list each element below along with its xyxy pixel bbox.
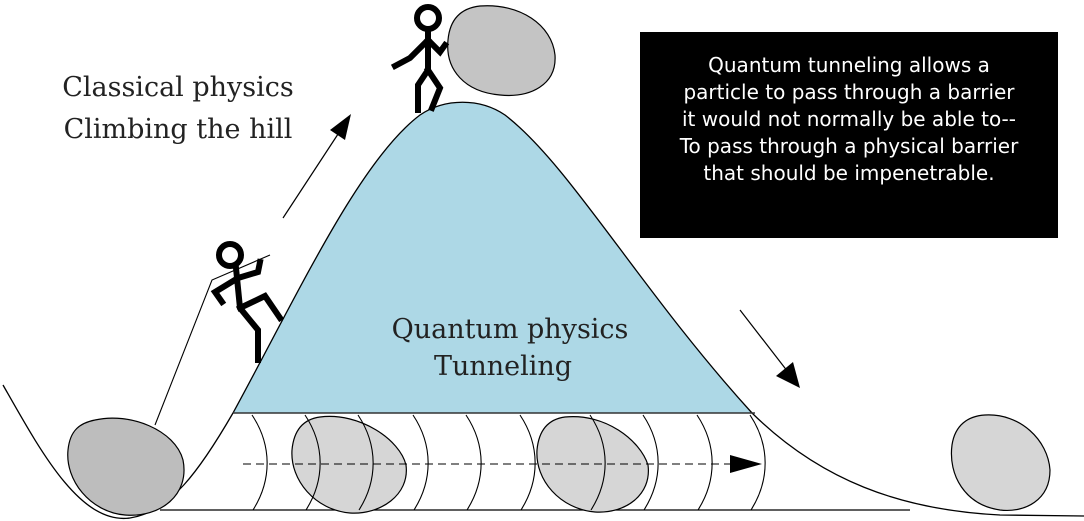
arrowhead-icon — [730, 455, 762, 473]
info-box: Quantum tunneling allows a particle to p… — [640, 32, 1058, 238]
arrowhead-icon — [776, 362, 800, 388]
info-line: particle to pass through a barrier — [683, 80, 1015, 104]
quantum-label-line1: Quantum physics — [392, 314, 629, 345]
descent-arrow — [739, 309, 789, 373]
quantum-label-line2: Tunneling — [434, 351, 572, 382]
info-line: To pass through a physical barrier — [679, 134, 1019, 158]
info-line: it would not normally be able to-- — [682, 107, 1016, 131]
rock-left — [67, 417, 185, 516]
rock-tunnel-1 — [291, 415, 407, 514]
energy-curve — [2, 101, 1084, 519]
stick-figure-top-icon — [390, 4, 450, 113]
barrier-fill — [233, 102, 752, 413]
rock-top — [447, 5, 556, 97]
push-rope — [154, 254, 271, 426]
wave-fronts — [251, 414, 766, 511]
arrowhead-icon — [330, 114, 351, 140]
rock-tunnel-2 — [536, 416, 649, 513]
classical-label-line1: Classical physics — [62, 72, 294, 103]
rock-right — [950, 414, 1051, 512]
info-line: that should be impenetrable. — [703, 161, 995, 185]
climb-arrow — [282, 127, 343, 219]
stick-figure-climbing-icon — [210, 241, 285, 363]
info-line: Quantum tunneling allows a — [708, 53, 990, 77]
classical-label-line2: Climbing the hill — [64, 114, 293, 145]
